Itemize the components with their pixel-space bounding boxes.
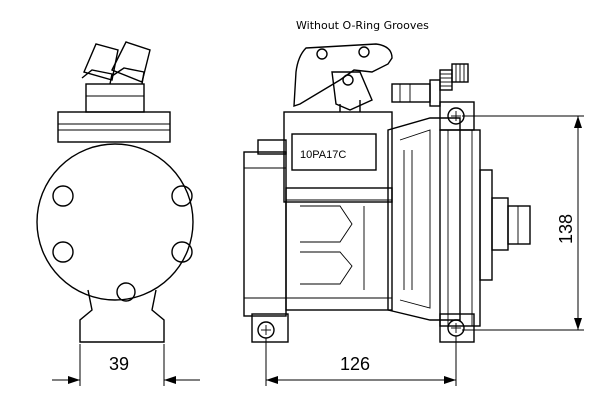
side-head-block [283, 111, 393, 203]
dimension-138-label: 138 [556, 214, 576, 244]
dimension-126-label: 126 [340, 354, 370, 374]
front-head-block [57, 111, 171, 143]
front-fittings [81, 41, 151, 113]
side-front-housing [387, 117, 461, 321]
mounting-hole-icon [171, 185, 193, 207]
compressor-front-view: 39 [36, 41, 200, 386]
front-bolt-holes [52, 185, 193, 302]
mounting-hole-icon [171, 241, 193, 263]
mounting-hole-icon [116, 282, 136, 302]
side-mount-holes [251, 101, 475, 343]
mounting-hole-icon [52, 241, 74, 263]
dimension-height [462, 115, 584, 331]
mounting-hole-icon [52, 185, 74, 207]
note-text: Without O-Ring Grooves [296, 19, 429, 32]
side-shaft [491, 197, 509, 251]
front-body-circle [36, 143, 194, 301]
dimension-39-label: 39 [109, 354, 129, 374]
dimension-width-side [52, 344, 200, 386]
side-body-cylinder [285, 187, 393, 311]
side-rear-housing [243, 151, 287, 317]
dimension-length [265, 336, 457, 386]
compressor-side-view: Without O-Ring Grooves 1 [243, 19, 584, 386]
side-fittings [293, 43, 469, 112]
model-label: 10PA17C [300, 149, 346, 161]
